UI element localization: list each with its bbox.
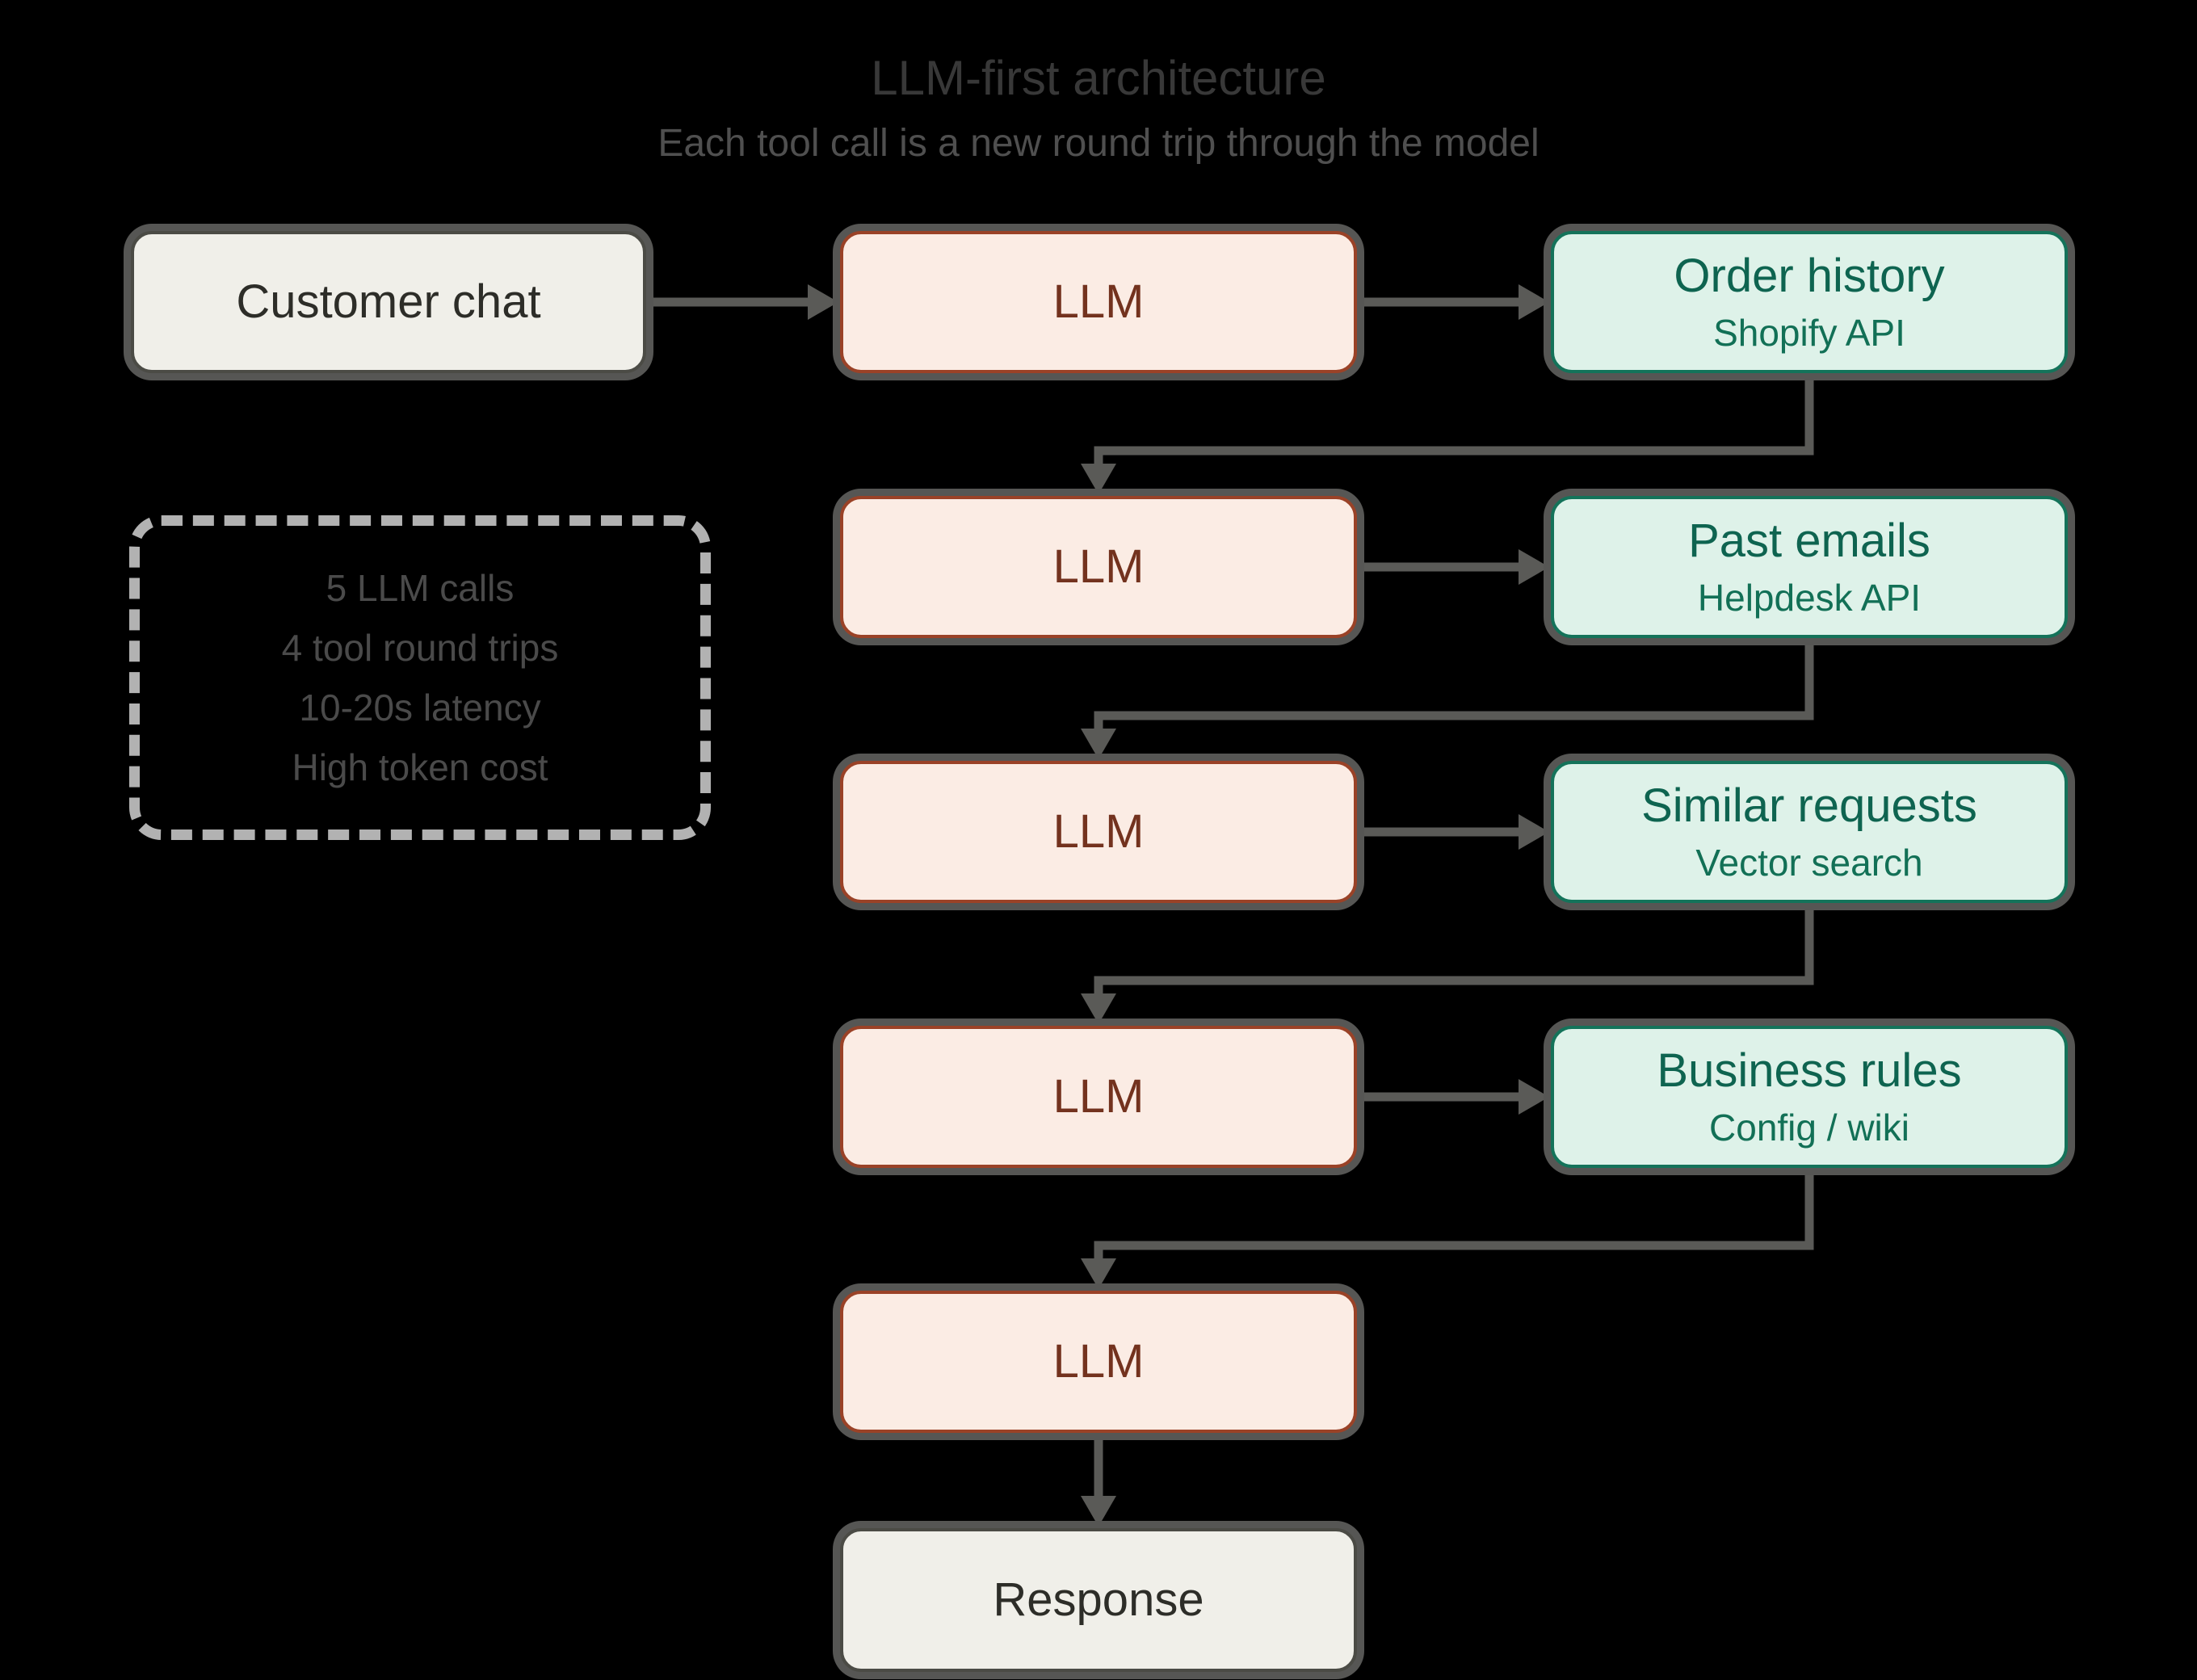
connector-similarrequests-llm4 xyxy=(1094,903,1814,995)
node-business-rules: Business rules Config / wiki xyxy=(1551,1026,2068,1168)
diagram-subtitle: Each tool call is a new round trip throu… xyxy=(657,122,1540,165)
node-llm-4: LLM xyxy=(840,1026,1357,1168)
business-rules-title: Business rules xyxy=(1657,1044,1962,1097)
similar-requests-subtitle: Vector search xyxy=(1695,842,1923,884)
stats-line-token-cost: High token cost xyxy=(292,746,548,788)
arrowhead-into-orderhistory xyxy=(1519,284,1549,320)
order-history-title: Order history xyxy=(1674,250,1945,302)
arrowhead-into-response xyxy=(1081,1496,1116,1527)
node-response: Response xyxy=(840,1528,1357,1672)
stats-line-llm-calls: 5 LLM calls xyxy=(326,567,515,609)
node-llm-1: LLM xyxy=(840,231,1357,373)
arrowhead-into-pastemails xyxy=(1519,549,1549,585)
node-similar-requests: Similar requests Vector search xyxy=(1551,761,2068,903)
stats-box: 5 LLM calls 4 tool round trips 10-20s la… xyxy=(129,515,711,840)
connector-businessrules-llm5 xyxy=(1094,1168,1814,1260)
node-llm-5: LLM xyxy=(840,1291,1357,1433)
arrowhead-into-llm4 xyxy=(1081,993,1116,1024)
arrowhead-into-llm5 xyxy=(1081,1258,1116,1289)
business-rules-subtitle: Config / wiki xyxy=(1709,1107,1909,1149)
llm-2-label: LLM xyxy=(1052,540,1145,593)
response-label: Response xyxy=(993,1573,1204,1626)
llm-4-label: LLM xyxy=(1052,1070,1145,1123)
past-emails-title: Past emails xyxy=(1688,514,1930,567)
arrowhead-into-similarrequests xyxy=(1519,814,1549,850)
arrowhead-into-llm1 xyxy=(808,284,838,320)
stats-line-round-trips: 4 tool round trips xyxy=(281,627,559,669)
node-customer-chat: Customer chat xyxy=(131,231,646,373)
node-llm-3: LLM xyxy=(840,761,1357,903)
customer-chat-label: Customer chat xyxy=(236,275,541,328)
order-history-subtitle: Shopify API xyxy=(1713,312,1905,354)
arrowhead-into-llm2 xyxy=(1081,464,1116,494)
llm-3-label: LLM xyxy=(1052,805,1145,858)
diagram-title: LLM-first architecture xyxy=(871,51,1326,105)
llm-1-label: LLM xyxy=(1052,275,1145,328)
similar-requests-title: Similar requests xyxy=(1641,779,1977,832)
llm-5-label: LLM xyxy=(1052,1335,1145,1388)
arrowhead-into-businessrules xyxy=(1519,1079,1549,1115)
node-order-history: Order history Shopify API xyxy=(1551,231,2068,373)
connector-pastemails-llm3 xyxy=(1094,638,1814,730)
stats-line-latency: 10-20s latency xyxy=(299,687,541,729)
node-past-emails: Past emails Helpdesk API xyxy=(1551,496,2068,638)
arrowhead-into-llm3 xyxy=(1081,729,1116,759)
connector-orderhistory-llm2 xyxy=(1094,373,1814,465)
node-llm-2: LLM xyxy=(840,496,1357,638)
past-emails-subtitle: Helpdesk API xyxy=(1697,577,1922,619)
